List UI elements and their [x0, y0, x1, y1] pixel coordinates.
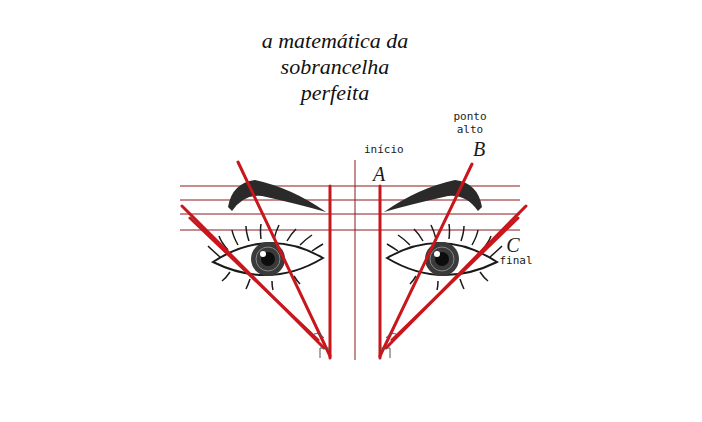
eye-right — [384, 180, 502, 290]
eye-left — [208, 180, 326, 290]
point-letter: B — [470, 138, 488, 160]
high-point-label: ponto alto — [448, 110, 492, 136]
end-label: final — [497, 254, 535, 267]
right-angle-marks — [314, 334, 396, 359]
measure-lines-red — [182, 162, 526, 358]
point-letter: A — [370, 163, 388, 185]
title: a matemática da sobrancelha perfeita — [245, 28, 425, 106]
start-label: início — [364, 143, 398, 156]
point-letter: C — [504, 234, 522, 256]
guide-lines-thin — [180, 160, 520, 360]
